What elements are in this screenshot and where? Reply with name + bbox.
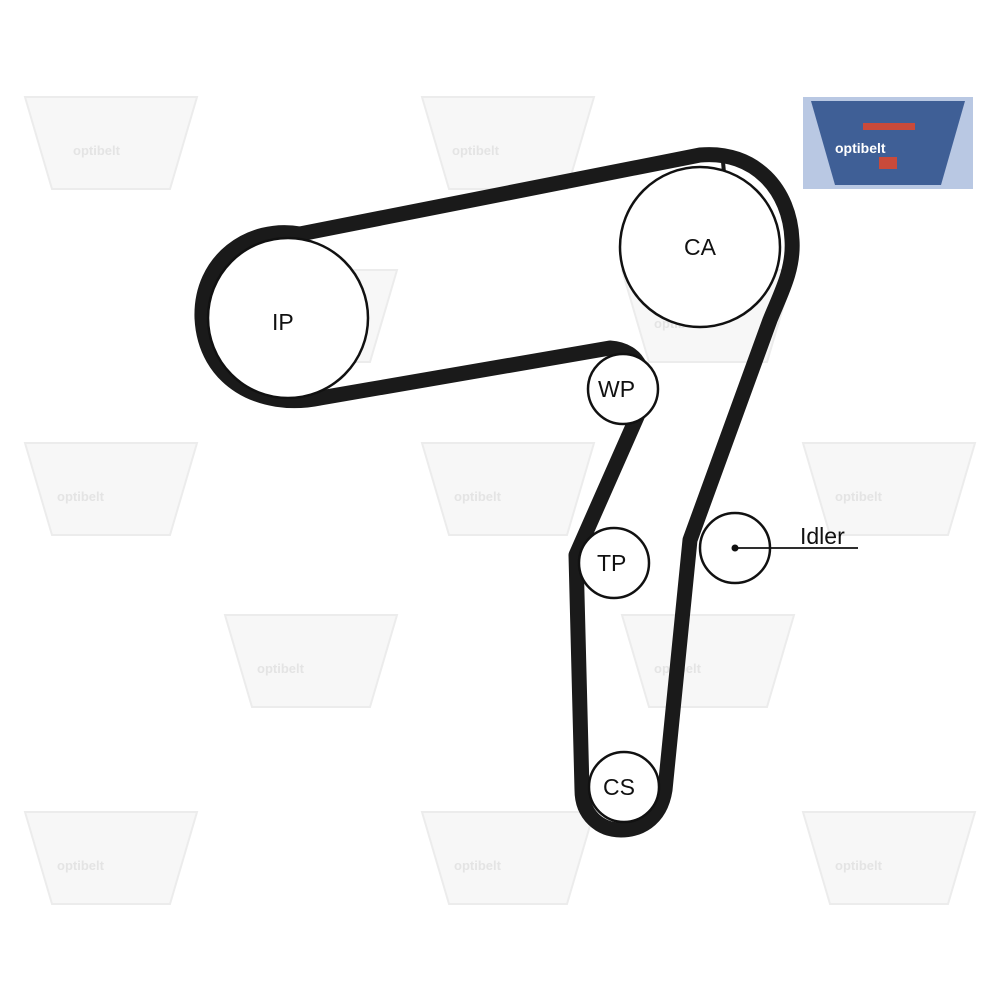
watermark-logo: optibelt [420,96,596,190]
watermark-text: optibelt [57,858,105,873]
watermark-logo: optibelt [801,811,977,905]
watermark-logo: optibelt [420,811,596,905]
watermark-text: optibelt [835,489,883,504]
watermark-logo: optibelt [620,614,796,708]
watermark-logo: optibelt [801,442,977,536]
watermark-logo: optibelt [420,442,596,536]
watermark-text: optibelt [835,858,883,873]
pulley-tp-label: TP [597,550,626,576]
pulley-ip-label: IP [272,309,294,335]
pulley-ip: IP [206,236,370,400]
watermark-text: optibelt [452,143,500,158]
pulley-wp: WP [586,352,660,426]
pulley-cs: CS [587,750,661,824]
watermark-logo: optibelt [23,442,199,536]
watermark-logo: optibelt [223,614,399,708]
pulley-idler: Idler [698,511,858,585]
brand-logo: optibelt [803,97,973,189]
watermark-grid: optibelt optibelt optibelt optibelt opti… [23,96,977,905]
pulley-ca-label: CA [684,234,717,260]
belt-outline [194,147,800,838]
pulley-tp: TP [577,526,651,600]
watermark-text: optibelt [257,661,305,676]
brand-logo-text: optibelt [835,140,886,156]
pulley-cs-label: CS [603,774,635,800]
watermark-logo: optibelt [23,811,199,905]
watermark-text: optibelt [454,489,502,504]
pulley-idler-label: Idler [800,523,845,549]
watermark-text: optibelt [57,489,105,504]
watermark-text: optibelt [73,143,121,158]
pulley-wp-label: WP [598,376,635,402]
watermark-text: optibelt [454,858,502,873]
watermark-logo: optibelt [23,96,199,190]
pulley-ca: CA [618,165,782,329]
